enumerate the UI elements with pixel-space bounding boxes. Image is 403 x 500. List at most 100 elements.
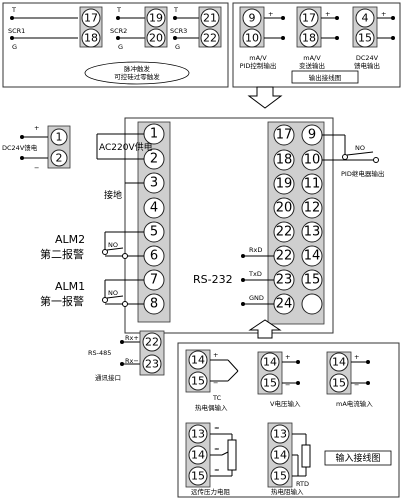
scr-minus-label: G [12, 43, 17, 51]
svg-text:RxD: RxD [249, 246, 262, 254]
svg-text:1: 1 [56, 131, 63, 144]
ground-label: 接地 [104, 189, 122, 201]
svg-text:15: 15 [358, 32, 372, 45]
svg-text:19: 19 [276, 177, 293, 192]
scr-plus-label: T [11, 6, 16, 14]
right-terminal-strip: 17 18 19 20 22 23 24 22 9 10 11 12 13 14… [267, 121, 325, 325]
svg-text:≈: ≈ [214, 466, 219, 474]
svg-text:+: + [213, 351, 218, 359]
svg-text:12: 12 [304, 201, 321, 216]
scr-group-label: SCR1 [8, 27, 25, 35]
svg-text:+: + [325, 10, 330, 18]
svg-text:20: 20 [149, 32, 163, 45]
svg-text:DC24V: DC24V [356, 54, 379, 62]
svg-text:17: 17 [302, 12, 316, 25]
scr-output-box [2, 2, 229, 88]
svg-text:mA/V: mA/V [303, 54, 321, 62]
scr-group-label: SCR3 [170, 27, 187, 35]
svg-text:18: 18 [84, 32, 98, 45]
svg-text:Rx−: Rx− [125, 357, 139, 365]
controller-box [124, 117, 334, 334]
svg-text:14: 14 [263, 356, 277, 369]
scr-note-ellipse [84, 61, 190, 85]
svg-text:V电压输入: V电压输入 [270, 399, 301, 408]
input-voltage: 14 15 + − V电压输入 [257, 351, 301, 408]
svg-text:18: 18 [302, 32, 316, 45]
svg-text:22: 22 [203, 32, 217, 45]
svg-text:−: − [213, 379, 218, 387]
terminal-21: 21 22 [198, 6, 222, 48]
out-label2: PID控制输出 [240, 61, 277, 70]
scr-group-2: T SCR2 G 19 20 [110, 6, 168, 51]
svg-text:23: 23 [145, 358, 159, 371]
terminal-1: 1 [150, 127, 158, 142]
scr-plus-label: T [173, 6, 178, 14]
svg-text:远传压力电阻: 远传压力电阻 [191, 487, 231, 496]
terminal-7: 7 [150, 273, 158, 288]
input-rtd: 13 14 15 RTD 热电阻输入 [267, 422, 311, 496]
svg-text:ALM1: ALM1 [55, 280, 85, 293]
svg-text:RS-485: RS-485 [88, 349, 111, 357]
svg-text:RTD: RTD [296, 480, 309, 488]
scr-group-1: T SCR1 G 17 18 [8, 6, 103, 51]
svg-text:馈电输出: 馈电输出 [354, 61, 380, 70]
svg-text:18: 18 [276, 153, 293, 168]
svg-text:变送输出: 变送输出 [299, 61, 325, 70]
svg-text:−: − [285, 381, 290, 389]
svg-text:13: 13 [273, 428, 287, 441]
svg-text:14: 14 [332, 356, 346, 369]
svg-text:9: 9 [249, 12, 256, 25]
up-arrow-icon [248, 319, 282, 339]
svg-text:15: 15 [273, 470, 287, 483]
svg-text:Rx+: Rx+ [125, 334, 139, 342]
scr-group-3: T SCR3 G 21 22 [170, 6, 222, 51]
svg-text:NO: NO [108, 289, 118, 297]
svg-text:NO: NO [355, 144, 365, 152]
terminal-17: 17 18 [79, 6, 103, 48]
svg-text:11: 11 [304, 177, 321, 192]
svg-text:15: 15 [191, 375, 205, 388]
scr-minus-label: G [175, 43, 180, 51]
svg-text:17: 17 [84, 12, 98, 25]
svg-text:mA电流输入: mA电流输入 [336, 399, 373, 408]
input-tc: 14 15 + − TC 热电偶输入 [185, 349, 239, 412]
svg-text:GND: GND [249, 294, 264, 302]
svg-text:PID继电器输出: PID继电器输出 [341, 169, 384, 178]
svg-text:−: − [34, 164, 39, 172]
scr-group-label: SCR2 [110, 27, 127, 35]
svg-text:15: 15 [263, 377, 277, 390]
output-title-box [291, 70, 359, 84]
svg-text:≈: ≈ [214, 445, 219, 453]
terminal-4: 4 [150, 201, 158, 216]
svg-text:13: 13 [191, 428, 205, 441]
svg-text:22: 22 [276, 225, 293, 240]
alarm-1: ALM1 第一报警 NO [40, 279, 144, 308]
output-wiring-box [232, 2, 401, 88]
input-wiring-box [177, 342, 400, 498]
input-remote-resistance: 13 14 15 ≈ ≈ ≈ 远传压力电阻 [185, 422, 237, 496]
svg-text:22: 22 [145, 336, 159, 349]
terminal-19: 19 20 [144, 6, 168, 48]
svg-text:20: 20 [276, 201, 293, 216]
svg-text:+: + [354, 353, 359, 361]
input-diagram-title: 输入接线图 [335, 452, 380, 464]
terminal-2: 2 [150, 152, 158, 167]
svg-text:14: 14 [304, 249, 321, 264]
svg-text:+: + [268, 10, 273, 18]
scr-plus-label: T [116, 6, 121, 14]
terminal-6: 6 [150, 249, 158, 264]
svg-text:10: 10 [304, 153, 321, 168]
svg-text:23: 23 [276, 273, 293, 288]
svg-text:13: 13 [304, 225, 321, 240]
terminal-5: 5 [150, 225, 158, 240]
svg-text:≈: ≈ [214, 424, 219, 432]
svg-text:+: + [285, 353, 290, 361]
svg-text:NO: NO [108, 241, 118, 249]
svg-text:15: 15 [304, 273, 321, 288]
scr-minus-label: G [118, 43, 123, 51]
svg-text:第二报警: 第二报警 [40, 247, 84, 261]
svg-text:15: 15 [332, 377, 346, 390]
svg-text:第一报警: 第一报警 [40, 294, 84, 308]
terminal-8: 8 [150, 297, 158, 312]
